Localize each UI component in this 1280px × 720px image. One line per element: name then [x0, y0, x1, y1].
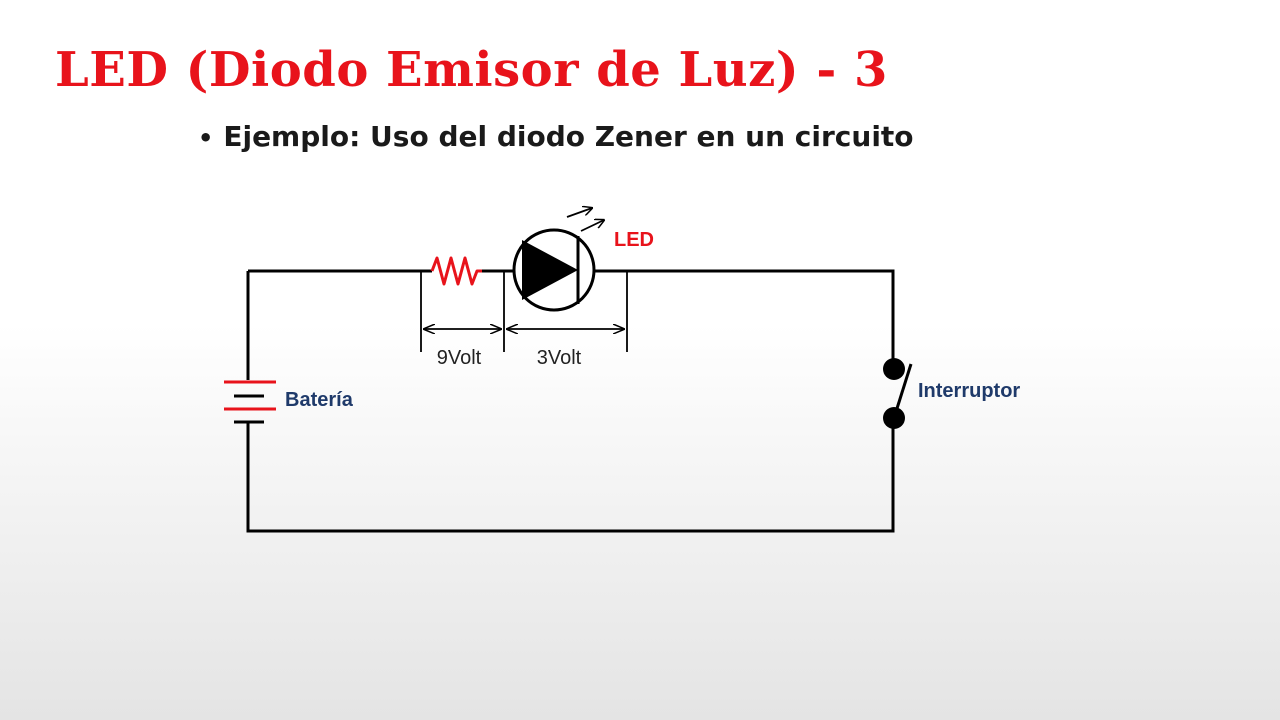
battery-label: Batería: [285, 389, 354, 411]
slide-title: LED (Diodo Emisor de Luz) - 3: [55, 42, 888, 98]
resistor-symbol: [430, 256, 482, 286]
switch-label: Interruptor: [918, 380, 1020, 402]
bullet-point: • Ejemplo: Uso del diodo Zener en un circ…: [198, 120, 914, 153]
led-label: LED: [614, 229, 654, 251]
wire-top-right: [595, 269, 895, 366]
light-arrow-1: [566, 208, 592, 218]
led-voltage-label: 3Volt: [537, 347, 582, 369]
battery-symbol: [224, 380, 276, 424]
bullet-text: Ejemplo: Uso del diodo Zener en un circu…: [223, 120, 914, 153]
circuit-wires: [246, 269, 895, 533]
wire-left-lower: [246, 418, 895, 533]
bullet-dot: •: [198, 124, 214, 152]
switch-symbol: [883, 358, 913, 429]
led-symbol: [512, 208, 604, 312]
voltage-dimensions: [420, 271, 628, 352]
resistor-voltage-label: 9Volt: [437, 347, 482, 369]
light-arrow-2: [580, 220, 604, 232]
